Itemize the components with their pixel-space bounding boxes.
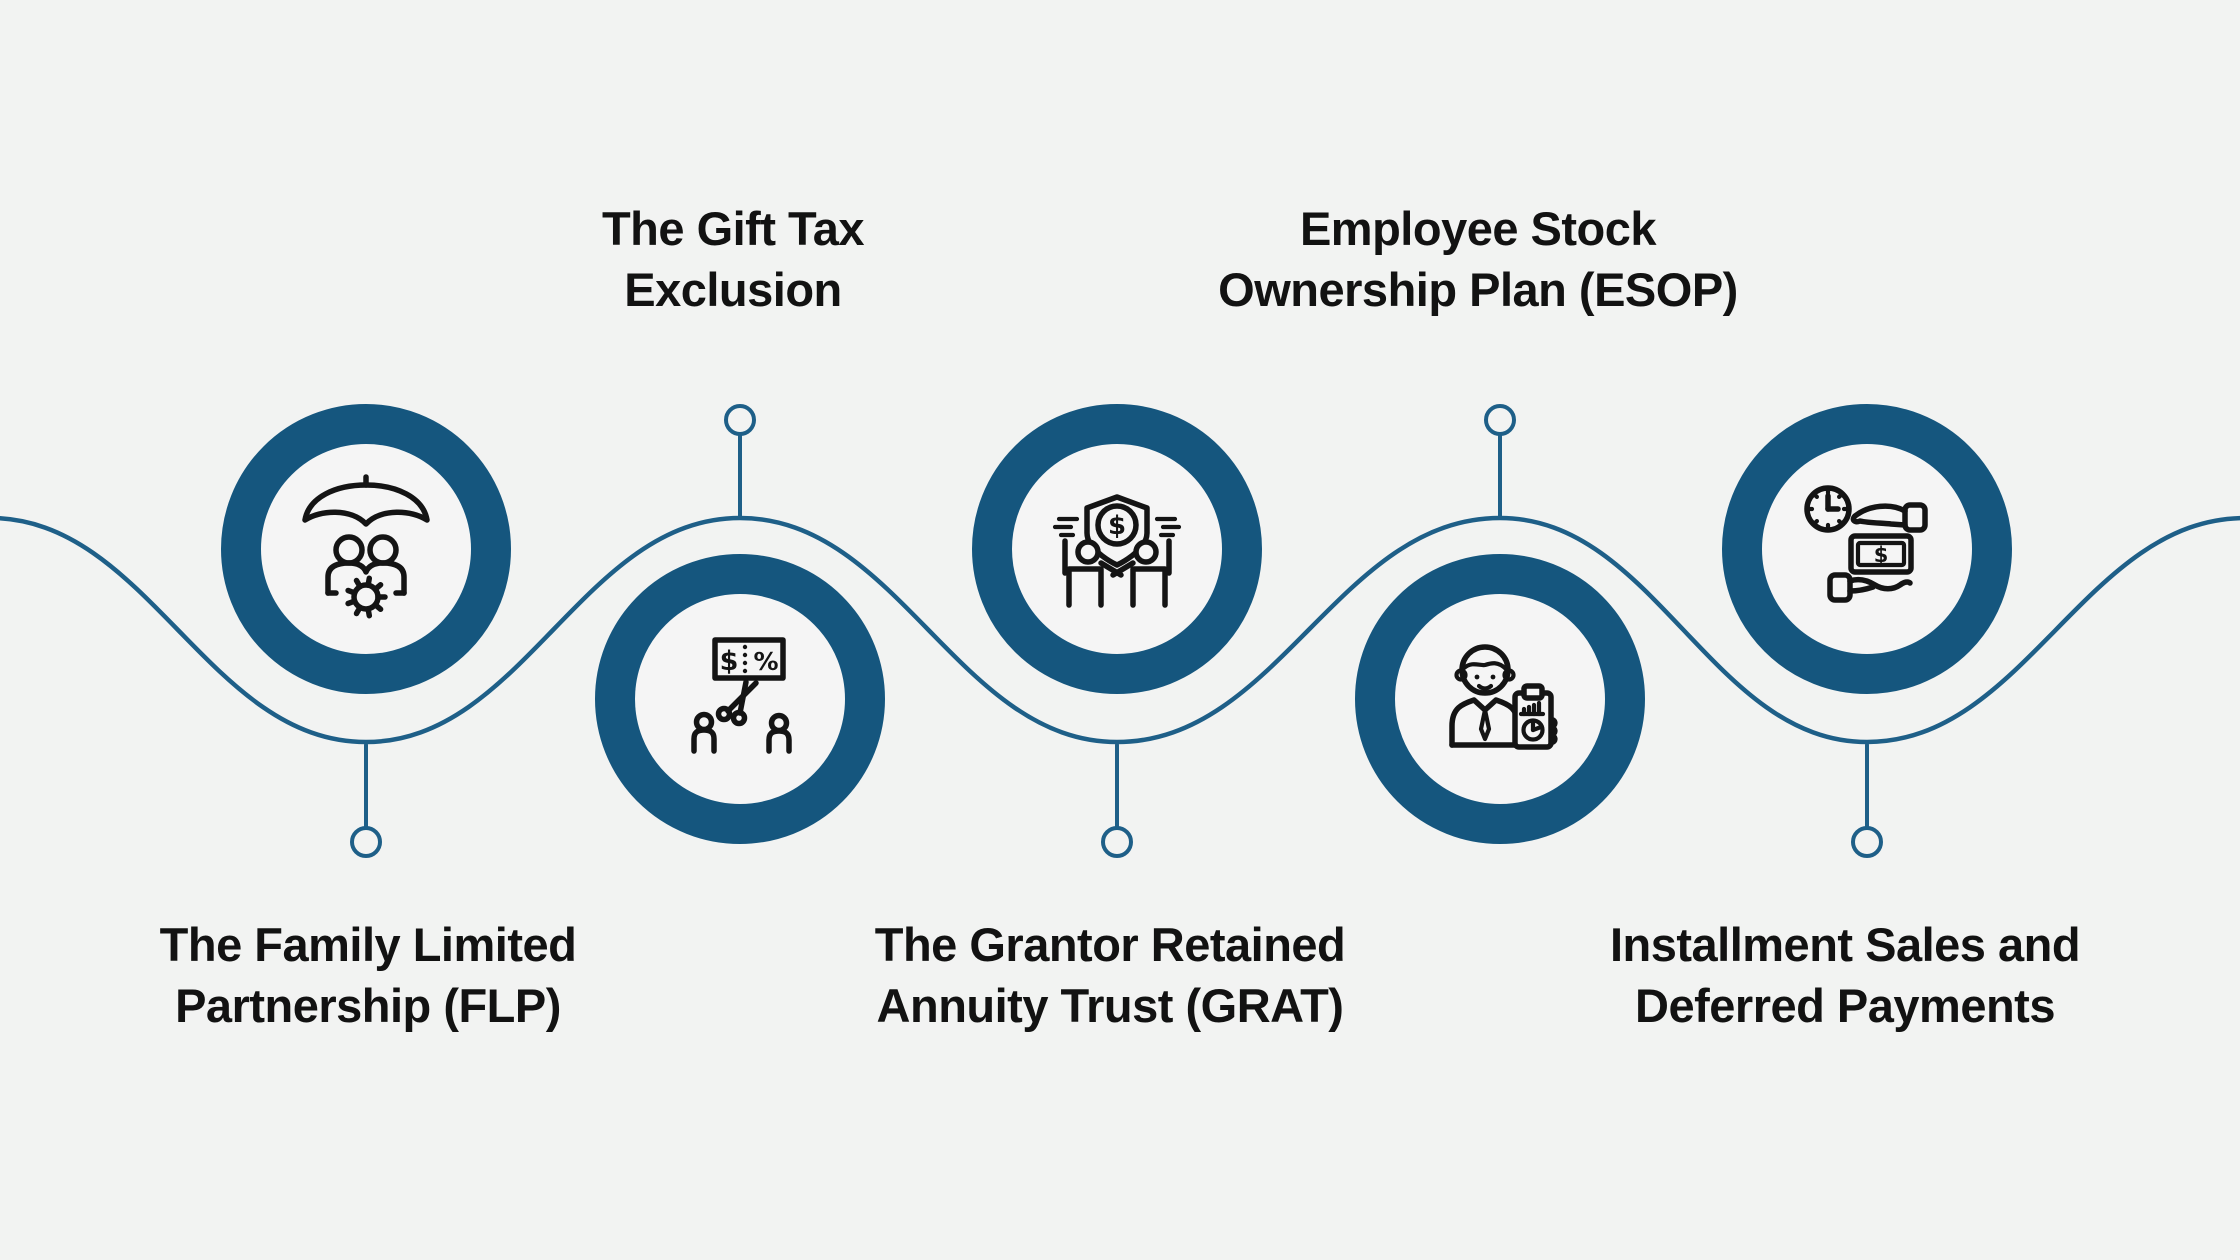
label-flp-line2: Partnership (FLP) [175, 979, 561, 1032]
family-umbrella-gear-icon [302, 474, 430, 619]
label-gift-tax: The Gift Tax Exclusion [601, 198, 865, 320]
label-grat-line2: Annuity Trust (GRAT) [876, 979, 1344, 1032]
label-esop-line1: Employee Stock [1299, 202, 1657, 255]
connector-node-2 [724, 404, 756, 518]
banknote-dollar-glyph: $ [1874, 543, 1889, 567]
terminal-ring [1851, 826, 1883, 858]
label-grat: The Grantor Retained Annuity Trust (GRAT… [875, 914, 1346, 1036]
label-flp-line1: The Family Limited [159, 918, 577, 971]
label-esop-line2: Ownership Plan (ESOP) [1218, 263, 1738, 316]
label-installment-line1: Installment Sales and [1609, 918, 2081, 971]
voucher-percent-glyph: % [753, 647, 778, 676]
label-esop: Employee Stock Ownership Plan (ESOP) [1218, 198, 1738, 320]
connector-node-3 [1101, 743, 1133, 858]
node-circle-1 [221, 404, 511, 694]
label-installment-line2: Deferred Payments [1635, 979, 2055, 1032]
connector-node-1 [350, 743, 382, 858]
label-grat-line1: The Grantor Retained [874, 918, 1346, 971]
label-gift-tax-line2: Exclusion [624, 263, 842, 316]
label-flp: The Family Limited Partnership (FLP) [160, 914, 577, 1036]
wave-line [0, 515, 2240, 745]
shield-dollar-people-icon: $ [1052, 494, 1182, 608]
shield-dollar-glyph: $ [1108, 511, 1126, 541]
terminal-ring [724, 404, 756, 436]
voucher-scissors-icon: $ % [691, 637, 792, 754]
node-circle-5 [1722, 404, 2012, 694]
voucher-dollar-glyph: $ [720, 646, 739, 677]
advisor-clipboard-icon [1449, 644, 1558, 750]
clock-hands-money-icon: $ [1804, 485, 1928, 603]
label-gift-tax-line1: The Gift Tax [601, 202, 865, 255]
terminal-ring [1101, 826, 1133, 858]
terminal-ring [350, 826, 382, 858]
connector-node-5 [1851, 743, 1883, 858]
label-installment: Installment Sales and Deferred Payments [1609, 914, 2081, 1036]
connector-node-4 [1484, 404, 1516, 518]
terminal-ring [1484, 404, 1516, 436]
